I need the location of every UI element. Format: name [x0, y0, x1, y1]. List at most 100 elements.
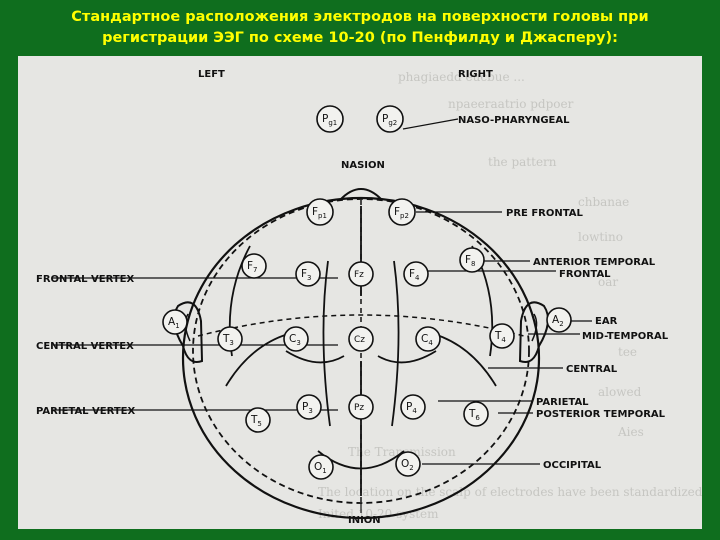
label-occipital: OCCIPITAL	[543, 460, 602, 471]
slide-title-line-2: регистрации ЭЭГ по схеме 10-20 (по Пенфи…	[102, 30, 618, 46]
slide-title: Стандартное расположения электродов на п…	[0, 0, 720, 56]
electrode-f7-sub: 7	[253, 266, 257, 274]
label-inion: INION	[348, 515, 381, 526]
svg-text:oar: oar	[598, 275, 618, 289]
electrode-c3-main: C	[289, 333, 296, 345]
svg-text:Pz: Pz	[354, 403, 364, 413]
faint-background-text: phagiaedd eucbue ... npaeeraatrio pdpoer…	[318, 70, 702, 521]
label-parietal-vertex: PARIETAL VERTEX	[36, 406, 136, 417]
svg-text:F3: F3	[301, 268, 312, 282]
electrode-t3: T3	[217, 326, 243, 352]
label-central-vertex: CENTRAL VERTEX	[36, 341, 134, 352]
electrode-pg1-sub: g1	[328, 119, 337, 127]
dashed-coronal-arc	[197, 314, 525, 337]
electrode-fp1-main: F	[312, 206, 318, 218]
electrode-o2-main: O	[401, 458, 409, 470]
electrode-o1: O1	[308, 454, 334, 480]
label-right: RIGHT	[458, 69, 493, 80]
sagittal-curve-right-1	[391, 260, 400, 427]
central-sulcus-right	[377, 350, 437, 364]
svg-text:Cz: Cz	[354, 335, 365, 345]
svg-text:alowed: alowed	[598, 385, 642, 399]
electrode-fp2-main: F	[394, 206, 400, 218]
label-naso-pharyngeal: NASO-PHARYNGEAL	[458, 115, 570, 126]
electrode-f8: F8	[459, 247, 485, 273]
svg-text:Fp1: Fp1	[312, 206, 327, 220]
svg-text:Pg2: Pg2	[382, 113, 397, 127]
svg-text:Pg1: Pg1	[322, 113, 337, 127]
electrode-f3-sub: 3	[307, 274, 311, 282]
electrode-cz-main: Cz	[354, 335, 365, 345]
electrode-pg1: Pg1	[316, 105, 344, 133]
electrode-a1-main: A	[168, 316, 176, 328]
svg-text:chbanae: chbanae	[578, 195, 629, 209]
svg-text:The location on the scalp of e: The location on the scalp of electrodes …	[318, 485, 702, 499]
electrode-t4-main: T	[494, 330, 502, 342]
electrode-p3-sub: 3	[308, 407, 312, 415]
electrode-fp2: Fp2	[388, 198, 416, 226]
electrode-t3-main: T	[222, 333, 230, 345]
svg-text:phagiaedd eucbue ...: phagiaedd eucbue ...	[398, 70, 525, 84]
svg-text:C3: C3	[289, 333, 301, 347]
svg-text:Fz: Fz	[354, 270, 364, 280]
electrode-map-svg: phagiaedd eucbue ... npaeeraatrio pdpoer…	[36, 69, 702, 526]
electrode-fp2-sub: p2	[400, 212, 409, 220]
electrode-f7-main: F	[247, 260, 253, 272]
region-labels: LEFT RIGHT NASO-PHARYNGEAL NASION PRE FR…	[36, 69, 669, 526]
svg-text:lowtino: lowtino	[578, 230, 623, 244]
svg-text:T6: T6	[468, 408, 480, 422]
svg-text:F4: F4	[409, 268, 420, 282]
electrodes: Pg1 Pg2 Fp1 Fp2 F7 F3 Fz F4 F8 A1 T3 C3 …	[162, 105, 572, 480]
eeg-electrode-diagram: phagiaedd eucbue ... npaeeraatrio pdpoer…	[18, 56, 702, 529]
svg-text:P4: P4	[406, 401, 417, 415]
electrode-pg1-main: P	[322, 113, 328, 125]
electrode-f3: F3	[295, 261, 321, 287]
electrode-p4: P4	[400, 394, 426, 420]
electrode-pz-main: Pz	[354, 403, 364, 413]
electrode-a2-main: A	[552, 314, 560, 326]
label-parietal: PARIETAL	[536, 397, 589, 408]
electrode-p3: P3	[296, 394, 322, 420]
electrode-fp1-sub: p1	[318, 212, 327, 220]
electrode-t4: T4	[489, 323, 515, 349]
right-ear-inner	[531, 313, 538, 342]
head-outline-group	[173, 188, 549, 520]
electrode-pg2-main: P	[382, 113, 388, 125]
electrode-o2-sub: 2	[409, 464, 413, 472]
electrode-o2: O2	[395, 451, 421, 477]
electrode-a1-sub: 1	[175, 322, 179, 330]
svg-text:P3: P3	[302, 401, 313, 415]
electrode-p4-main: P	[406, 401, 412, 413]
electrode-a2: A2	[546, 307, 572, 333]
electrode-f7: F7	[241, 253, 267, 279]
electrode-t4-sub: 4	[501, 336, 506, 344]
electrode-cz: Cz	[348, 326, 374, 352]
svg-text:T5: T5	[250, 414, 262, 428]
electrode-f3-main: F	[301, 268, 307, 280]
electrode-c3: C3	[283, 326, 309, 352]
electrode-c4-sub: 4	[428, 339, 433, 347]
electrode-t5: T5	[245, 407, 271, 433]
electrode-p4-sub: 4	[412, 407, 417, 415]
electrode-p3-main: P	[302, 401, 308, 413]
label-pre-frontal: PRE FRONTAL	[506, 208, 584, 219]
electrode-t6-main: T	[468, 408, 476, 420]
electrode-c4: C4	[415, 326, 441, 352]
label-anterior-temporal: ANTERIOR TEMPORAL	[533, 257, 656, 268]
svg-text:F8: F8	[465, 254, 476, 268]
electrode-c3-sub: 3	[296, 339, 300, 347]
right-ear-outline	[518, 301, 549, 363]
leader-lines	[53, 118, 592, 513]
electrode-f8-main: F	[465, 254, 471, 266]
electrode-f4-sub: 4	[415, 274, 420, 282]
electrode-t6-sub: 6	[475, 414, 480, 422]
label-central: CENTRAL	[566, 364, 618, 375]
electrode-t5-sub: 5	[257, 420, 261, 428]
sagittal-curve-left-1	[322, 260, 331, 427]
electrode-c4-main: C	[421, 333, 428, 345]
electrode-a1: A1	[162, 309, 188, 335]
label-frontal: FRONTAL	[559, 269, 611, 280]
svg-text:the pattern: the pattern	[488, 155, 557, 169]
label-posterior-temporal: POSTERIOR TEMPORAL	[536, 409, 666, 420]
svg-text:O1: O1	[314, 461, 327, 475]
